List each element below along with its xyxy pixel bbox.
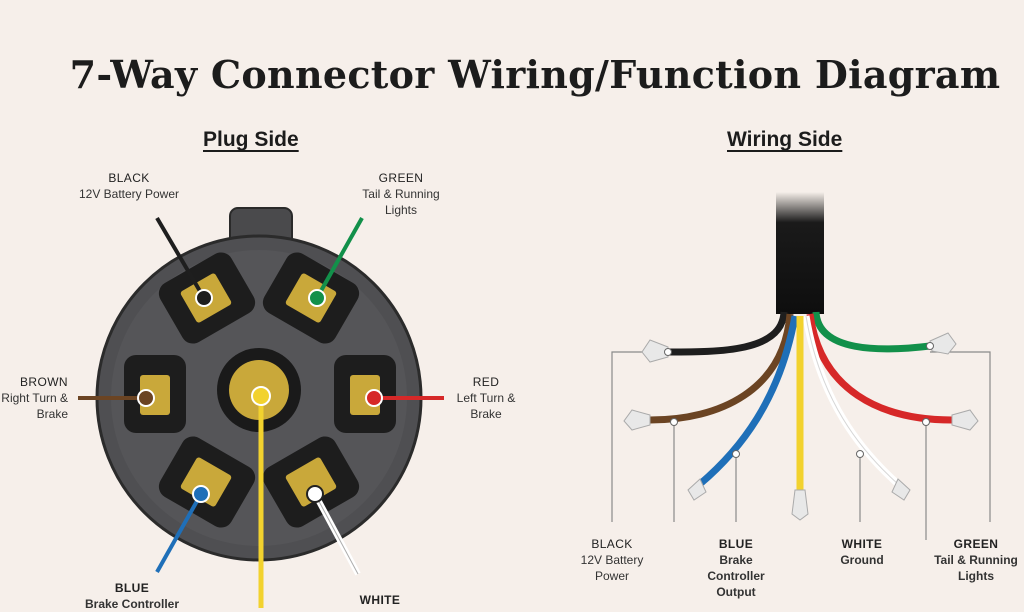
plug-wire-black [155,216,206,300]
plug-connector [78,207,444,608]
socket-red [334,355,396,433]
wire-blue [697,315,799,487]
plug-label-white-color: WHITE [359,593,401,607]
plug-label-blue-color: BLUE [114,581,150,595]
plug-label-black-function: 12V Battery Power [78,187,180,201]
wiring-label-white: WHITE Ground [824,536,900,568]
socket-white [262,436,360,528]
plug-label-red: RED Left Turn & Brake [446,374,526,422]
plug-label-black-color: BLACK [108,171,150,185]
wire-black [667,311,788,356]
cable-jacket [776,192,824,314]
plug-label-green: GREEN Tail & Running Lights [346,170,456,218]
wiring-label-green-color: GREEN [953,537,999,551]
plug-label-brown: BROWN Right Turn & Brake [0,374,68,422]
plug-label-green-function: Tail & Running Lights [362,187,440,217]
plug-label-brown-function: Right Turn & Brake [1,391,68,421]
wire-green [812,311,931,353]
wiring-label-black: BLACK 12V Battery Power [562,536,662,584]
diagram-title: 7-Way Connector Wiring/Function Diagram [69,52,1001,97]
wiring-label-blue: BLUE Brake Controller Output [696,536,776,600]
plug-label-red-color: RED [472,375,500,389]
socket-brown [124,355,186,433]
plug-label-white: WHITE [340,592,420,608]
wiring-cable [611,192,991,540]
plug-wire-green [315,217,364,299]
plug-label-brown-color: BROWN [20,375,68,389]
plug-label-black: BLACK 12V Battery Power [74,170,184,202]
wiring-label-green-function: Tail & Running Lights [934,553,1018,583]
wiring-label-green: GREEN Tail & Running Lights [928,536,1024,584]
plug-label-green-color: GREEN [378,171,424,185]
wiring-label-blue-color: BLUE [718,537,754,551]
plug-label-red-function: Left Turn & Brake [456,391,516,421]
wiring-label-black-color: BLACK [591,537,633,551]
wiring-side-heading: Wiring Side [727,128,843,151]
plug-side-heading: Plug Side [203,128,299,151]
plug-label-blue: BLUE Brake Controller [72,580,192,612]
wiring-label-white-function: Ground [840,553,884,567]
wiring-label-blue-function: Brake Controller Output [707,553,765,599]
wiring-label-black-function: 12V Battery Power [580,553,644,583]
plug-label-blue-function: Brake Controller [84,597,180,611]
plug-wire-white [312,492,361,576]
wiring-label-white-color: WHITE [841,537,883,551]
plug-wire-blue [155,493,203,573]
